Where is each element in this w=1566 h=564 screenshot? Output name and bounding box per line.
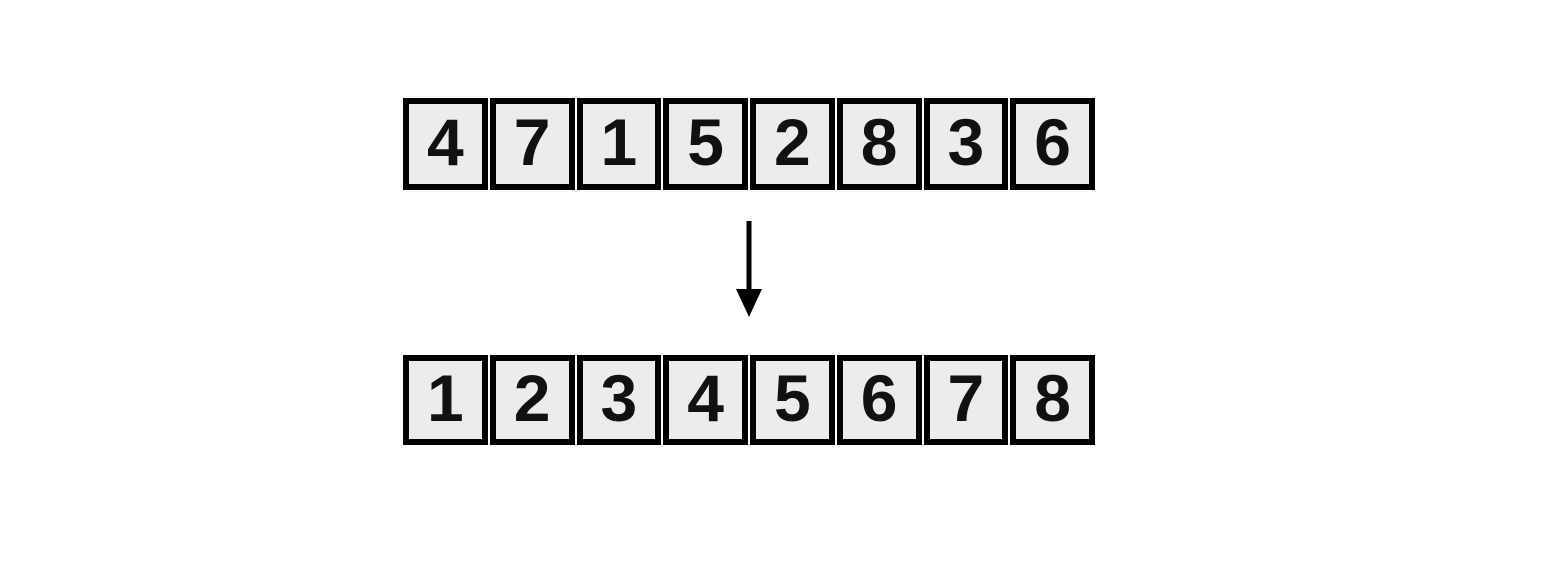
sorted-array: 1 2 3 4 5 6 7 8 [403,355,1095,445]
array-cell: 4 [663,355,748,445]
array-cell: 5 [663,98,748,190]
array-cell: 6 [1010,98,1095,190]
array-cell: 4 [403,98,488,190]
down-arrow-icon [733,220,765,318]
array-cell: 1 [403,355,488,445]
array-cell: 1 [576,98,662,190]
array-cell: 2 [750,98,835,190]
unsorted-array: 4 7 1 5 2 8 3 6 [403,98,1095,190]
array-cell: 7 [489,98,575,190]
array-cell: 3 [923,98,1009,190]
array-cell: 7 [923,355,1009,445]
array-cell: 2 [489,355,575,445]
array-cell: 5 [750,355,835,445]
array-cell: 8 [1010,355,1095,445]
array-cell: 6 [836,355,922,445]
array-cell: 8 [836,98,922,190]
array-cell: 3 [576,355,662,445]
